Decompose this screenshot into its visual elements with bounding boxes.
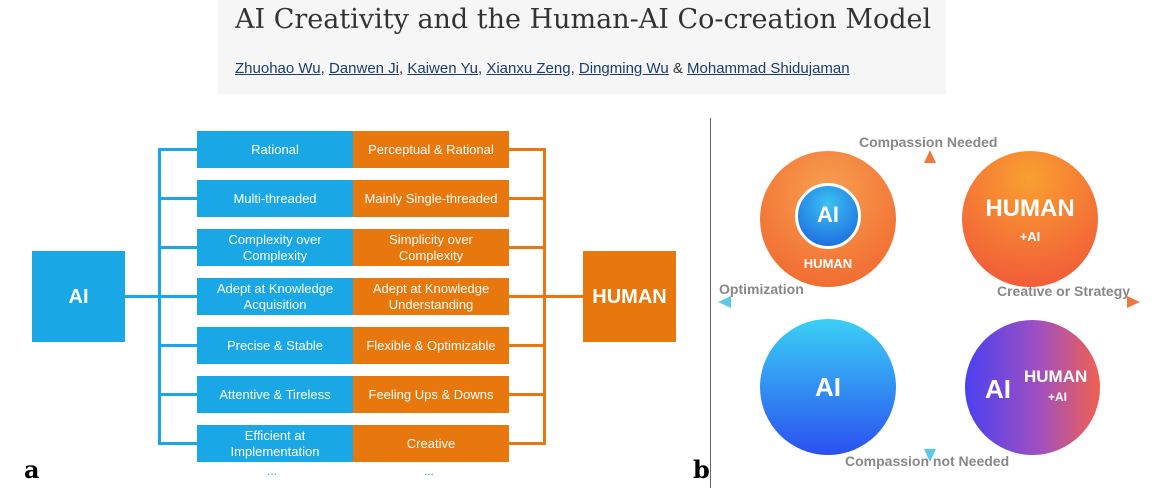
row-connector-right xyxy=(509,197,546,200)
quadrant-text: +AI xyxy=(1019,229,1041,244)
ellipsis-human: ... xyxy=(424,464,435,478)
panel-divider xyxy=(710,118,711,488)
author-link[interactable]: Xianxu Zeng xyxy=(486,60,571,77)
human-trait-box: Flexible & Optimizable xyxy=(353,327,509,364)
author-link[interactable]: Dingming Wu xyxy=(578,60,669,77)
row-connector-left xyxy=(158,246,198,249)
human-trait-box: Mainly Single-threaded xyxy=(353,180,509,217)
row-connector-left xyxy=(158,295,198,298)
ai-box: AI xyxy=(32,251,125,342)
axis-label-right: Creative or Strategy xyxy=(997,283,1131,299)
row-connector-right xyxy=(509,344,546,347)
ai-human-circle xyxy=(965,320,1100,455)
ai-trait-box: Adept at Knowledge Acquisition xyxy=(197,278,353,315)
quadrant-text: HUMAN xyxy=(985,195,1075,222)
ai-circle xyxy=(760,319,896,455)
panel-label-b: b xyxy=(693,455,710,484)
author-separator: , xyxy=(570,60,579,77)
human-connector xyxy=(545,295,583,298)
author-list: Zhuohao Wu, Danwen Ji, Kaiwen Yu, Xianxu… xyxy=(235,60,850,77)
quadrant-text: +AI xyxy=(1048,390,1068,404)
panel-label-a: a xyxy=(24,455,40,484)
quadrant-text: HUMAN xyxy=(803,256,853,271)
quadrant-text: AI xyxy=(985,374,1011,404)
row-connector-left xyxy=(158,393,198,396)
author-separator: & xyxy=(668,60,688,77)
human-box: HUMAN xyxy=(583,251,676,342)
quadrant-text: AI xyxy=(817,202,839,227)
human-ai-circle xyxy=(962,151,1098,287)
ellipsis-ai: ... xyxy=(267,464,278,478)
ai-trait-box: Rational xyxy=(197,131,353,168)
axis-label-left: Optimization xyxy=(719,281,804,297)
human-trait-box: Creative xyxy=(353,425,509,462)
ai-trait-box: Multi-threaded xyxy=(197,180,353,217)
row-connector-left xyxy=(158,148,198,151)
human-trait-box: Simplicity over Complexity xyxy=(353,229,509,266)
ai-trait-box: Efficient at Implementation xyxy=(197,425,353,462)
row-connector-right xyxy=(509,295,546,298)
author-separator: , xyxy=(477,60,487,77)
author-link[interactable]: Zhuohao Wu xyxy=(235,60,321,77)
axis-label-top: Compassion Needed xyxy=(859,134,998,150)
ai-trait-box: Complexity over Complexity xyxy=(197,229,353,266)
row-connector-right xyxy=(509,442,546,445)
row-connector-right xyxy=(509,393,546,396)
author-link[interactable]: Danwen Ji xyxy=(328,60,400,77)
row-connector-left xyxy=(158,197,198,200)
quadrant-text: AI xyxy=(815,372,841,402)
author-separator: , xyxy=(399,60,408,77)
axis-label-bottom: Compassion not Needed xyxy=(845,453,1010,469)
human-trait-box: Feeling Ups & Downs xyxy=(353,376,509,413)
row-connector-right xyxy=(509,246,546,249)
row-connector-left xyxy=(158,344,198,347)
human-trait-box: Perceptual & Rational xyxy=(353,131,509,168)
author-separator: , xyxy=(320,60,329,77)
ai-trait-box: Precise & Stable xyxy=(197,327,353,364)
paper-title: AI Creativity and the Human-AI Co-creati… xyxy=(235,4,932,35)
row-connector-right xyxy=(509,148,546,151)
ai-trait-box: Attentive & Tireless xyxy=(197,376,353,413)
author-link[interactable]: Kaiwen Yu xyxy=(407,60,478,77)
ai-inner-circle xyxy=(795,183,861,249)
human-trait-box: Adept at Knowledge Understanding xyxy=(353,278,509,315)
ai-connector xyxy=(125,295,159,298)
row-connector-left xyxy=(158,442,198,445)
quadrant-text: HUMAN xyxy=(1024,367,1088,386)
author-link[interactable]: Mohammad Shidujaman xyxy=(687,60,850,77)
paper-header: AI Creativity and the Human-AI Co-creati… xyxy=(218,0,946,94)
